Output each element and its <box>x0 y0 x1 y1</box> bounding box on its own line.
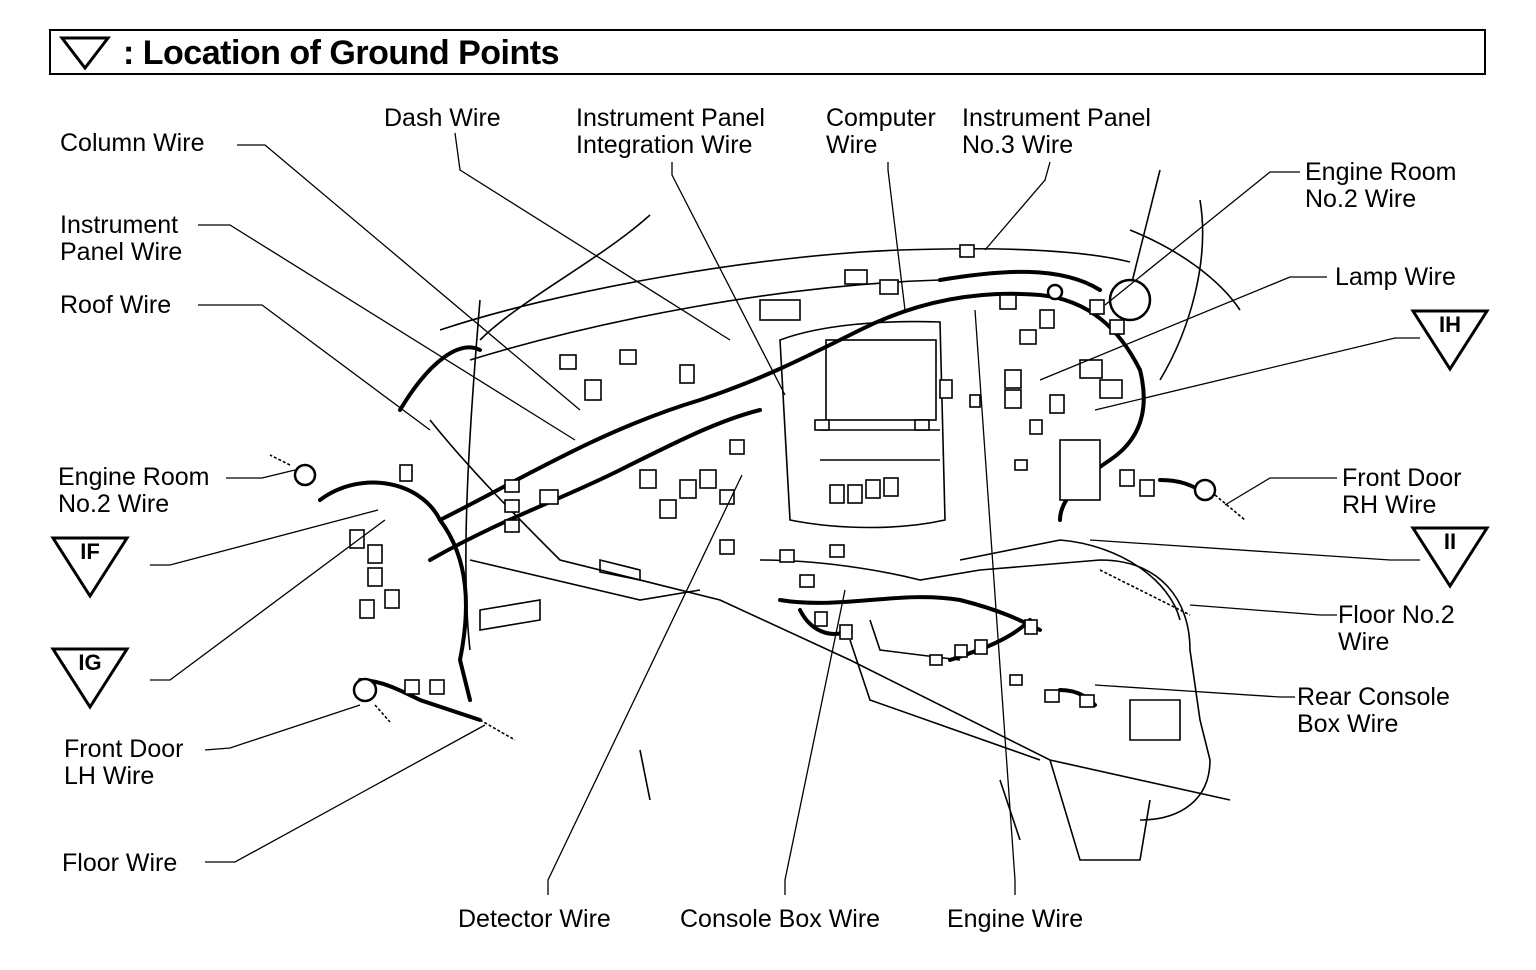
label-engine-room-no2-wire-left: Engine Room No.2 Wire <box>58 463 210 518</box>
label-floor-wire: Floor Wire <box>62 849 178 877</box>
label-front-door-lh-wire: Front Door LH Wire <box>64 735 184 790</box>
label-floor-no2-wire: Floor No.2 Wire <box>1338 601 1455 656</box>
label-computer-wire: Computer Wire <box>826 104 936 159</box>
label-rear-console-box-wire: Rear Console Box Wire <box>1297 683 1450 738</box>
ground-point-label: IF <box>80 539 100 564</box>
label-roof-wire: Roof Wire <box>60 291 172 319</box>
ground-point-triangle-icon <box>59 36 111 71</box>
title-bar: : Location of Ground Points <box>49 29 1486 75</box>
label-instrument-panel-wire: Instrument Panel Wire <box>60 211 183 266</box>
ground-triangle-icon <box>50 536 130 599</box>
ground-point-ii: II <box>1410 525 1490 589</box>
page-title: : Location of Ground Points <box>123 34 560 72</box>
label-lamp-wire: Lamp Wire <box>1335 263 1456 291</box>
ground-point-ih: IH <box>1410 308 1490 372</box>
ground-point-label: II <box>1443 529 1457 554</box>
label-engine-wire: Engine Wire <box>947 905 1084 933</box>
label-engine-room-no2-wire-right: Engine Room No.2 Wire <box>1305 158 1457 213</box>
ground-triangle-icon <box>50 647 130 710</box>
ground-triangle-icon <box>1410 309 1490 372</box>
ground-triangle-icon <box>1410 526 1490 589</box>
label-dash-wire: Dash Wire <box>384 104 501 132</box>
label-front-door-rh-wire: Front Door RH Wire <box>1342 464 1462 519</box>
label-instrument-panel-no3-wire: Instrument Panel No.3 Wire <box>962 104 1151 159</box>
ground-point-label: IG <box>78 650 102 675</box>
ground-point-ig: IG <box>50 646 130 710</box>
ground-point-label: IH <box>1439 312 1461 337</box>
label-detector-wire: Detector Wire <box>458 905 611 933</box>
ground-point-if: IF <box>50 535 130 599</box>
label-instrument-panel-integration-wire: Instrument Panel Integration Wire <box>576 104 765 159</box>
label-column-wire: Column Wire <box>60 129 205 157</box>
label-console-box-wire: Console Box Wire <box>680 905 881 933</box>
